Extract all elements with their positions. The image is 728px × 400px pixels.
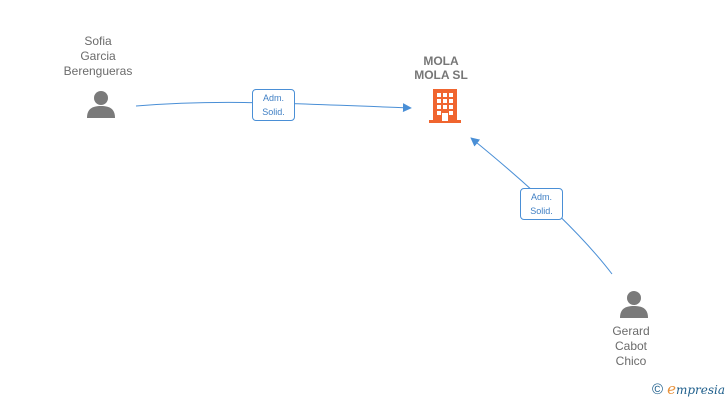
brand-logo: empresia: [667, 380, 725, 398]
person-name-line: Berengueras: [63, 64, 133, 78]
person-icon[interactable]: [86, 89, 116, 118]
edge-label-gerard[interactable]: Adm. Solid.: [520, 188, 563, 220]
edge-label-line: Solid.: [262, 107, 285, 117]
brand-footer[interactable]: © empresia: [652, 379, 725, 399]
person-name-line: Sofia: [84, 34, 112, 48]
person-name-line: Cabot: [614, 339, 648, 353]
person-name-sofia: Sofia Garcia Berengueras: [48, 34, 148, 79]
person-icon[interactable]: [619, 289, 649, 318]
edge-label-line: Solid.: [530, 206, 553, 216]
company-name: MOLA MOLA SL: [391, 54, 491, 82]
brand-initial: e: [667, 380, 676, 398]
edge-label-sofia[interactable]: Adm. Solid.: [252, 89, 295, 121]
company-name-line: MOLA: [423, 54, 459, 68]
person-name-gerard: Gerard Cabot Chico: [581, 324, 681, 369]
copyright-icon: ©: [652, 380, 664, 398]
building-icon[interactable]: [429, 89, 461, 123]
person-name-line: Garcia: [80, 49, 116, 63]
person-name-line: Chico: [615, 354, 647, 368]
edge-label-line: Adm.: [530, 192, 552, 202]
company-name-line: MOLA SL: [414, 68, 468, 82]
edge-sofia-to-company: [135, 101, 412, 113]
brand-name: mpresia: [675, 383, 726, 397]
person-name-line: Gerard: [612, 324, 650, 338]
edge-label-line: Adm.: [262, 93, 284, 103]
